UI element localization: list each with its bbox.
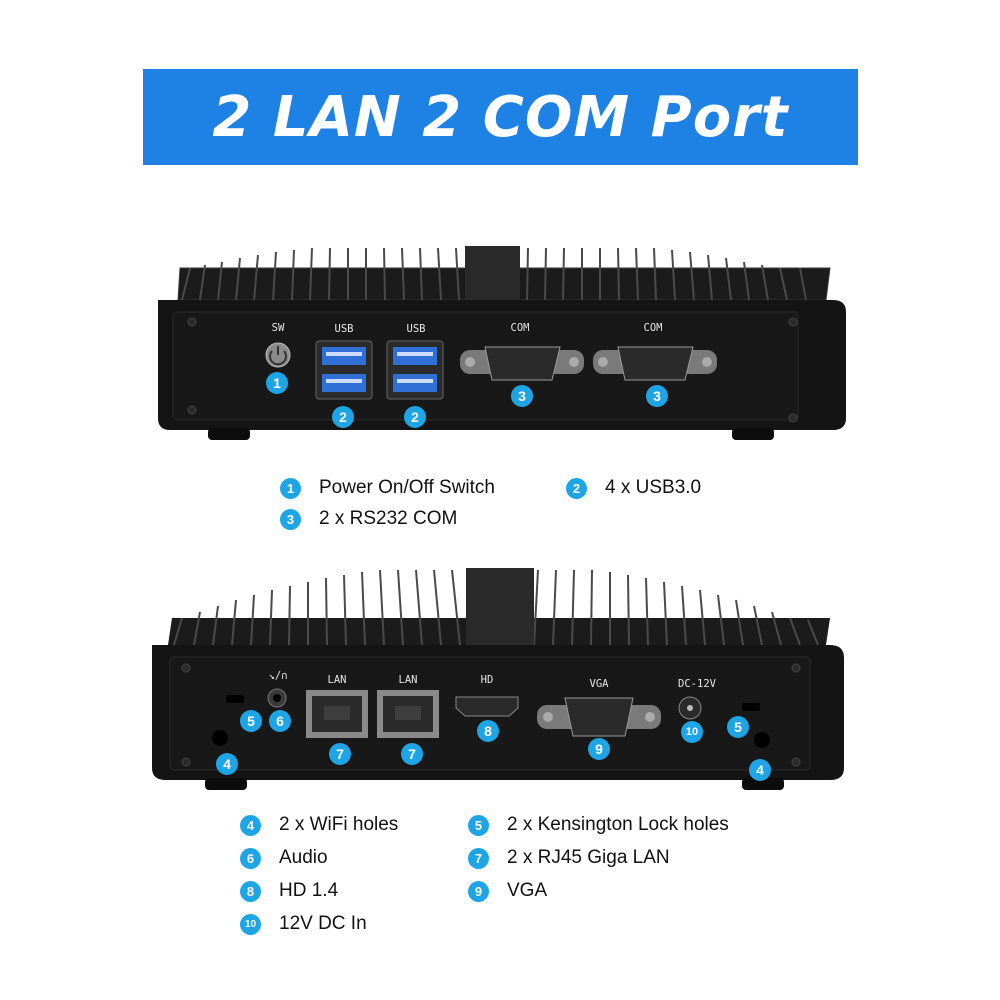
rear-badge-8: 8 [477,720,499,742]
front-badge-2a: 2 [332,406,354,428]
legend-text: 2 x RS232 COM [319,508,458,529]
front-label-usb-1: USB [334,323,354,335]
rear-badge-4a: 4 [216,753,238,775]
rear-badge-7a: 7 [329,743,351,765]
rear-legend-item: 9 VGA [468,880,547,902]
rear-badge-9: 9 [588,738,610,760]
legend-text: 2 x WiFi holes [279,814,399,835]
legend-text: Power On/Off Switch [319,477,495,498]
rear-badge-5b: 5 [727,716,749,738]
front-legend-item: 2 4 x USB3.0 [566,477,701,499]
legend-number-badge: 8 [240,880,261,902]
rear-badge-7b: 7 [401,743,423,765]
rear-legend-item: 4 2 x WiFi holes [240,814,398,836]
legend-number-badge: 4 [240,814,261,836]
front-device-drawing [158,246,846,440]
rear-label-lan-2: LAN [398,674,418,686]
front-label-com-1: COM [510,322,530,334]
rear-badge-10: 10 [681,721,703,743]
front-label-sw: SW [271,322,285,334]
rear-device-image [0,540,1000,800]
rear-label-lan-1: LAN [327,674,347,686]
legend-number-badge: 7 [468,847,489,869]
rear-legend-item: 7 2 x RJ45 Giga LAN [468,847,670,869]
legend-text: 2 x RJ45 Giga LAN [507,847,670,868]
banner-title: 2 LAN 2 COM Port [212,84,789,150]
rear-legend-item: 10 12V DC In [240,913,367,935]
rear-label-vga: VGA [589,678,609,690]
legend-text: 2 x Kensington Lock holes [507,814,729,835]
legend-number-badge: 1 [280,477,301,499]
rear-legend-item: 5 2 x Kensington Lock holes [468,814,729,836]
legend-number-badge: 9 [468,880,489,902]
front-legend-item: 1 Power On/Off Switch [280,477,495,499]
legend-text: 12V DC In [279,913,367,934]
legend-number-badge: 6 [240,847,261,869]
rear-badge-5a: 5 [240,710,262,732]
rear-device-drawing [152,568,844,790]
rear-legend-item: 6 Audio [240,847,328,869]
front-legend-item: 3 2 x RS232 COM [280,508,457,530]
legend-number-badge: 2 [566,477,587,499]
front-label-usb-2: USB [406,323,426,335]
front-device-image [0,0,1000,460]
rear-legend-item: 8 HD 1.4 [240,880,338,902]
rear-badge-4b: 4 [749,759,771,781]
legend-number-badge: 3 [280,508,301,530]
rear-label-audio: ↘/∩ [268,670,288,682]
rear-badge-6: 6 [269,710,291,732]
rear-label-hd: HD [480,674,494,686]
legend-text: HD 1.4 [279,880,339,901]
front-badge-3b: 3 [646,385,668,407]
front-badge-1: 1 [266,372,288,394]
front-label-com-2: COM [643,322,663,334]
legend-text: 4 x USB3.0 [605,477,702,498]
title-banner: 2 LAN 2 COM Port [143,69,858,165]
legend-text: VGA [507,880,548,901]
legend-text: Audio [279,847,328,868]
front-badge-2b: 2 [404,406,426,428]
front-badge-3a: 3 [511,385,533,407]
rear-label-dc: DC-12V [678,678,716,690]
legend-number-badge: 5 [468,814,489,836]
legend-number-badge: 10 [240,913,261,935]
